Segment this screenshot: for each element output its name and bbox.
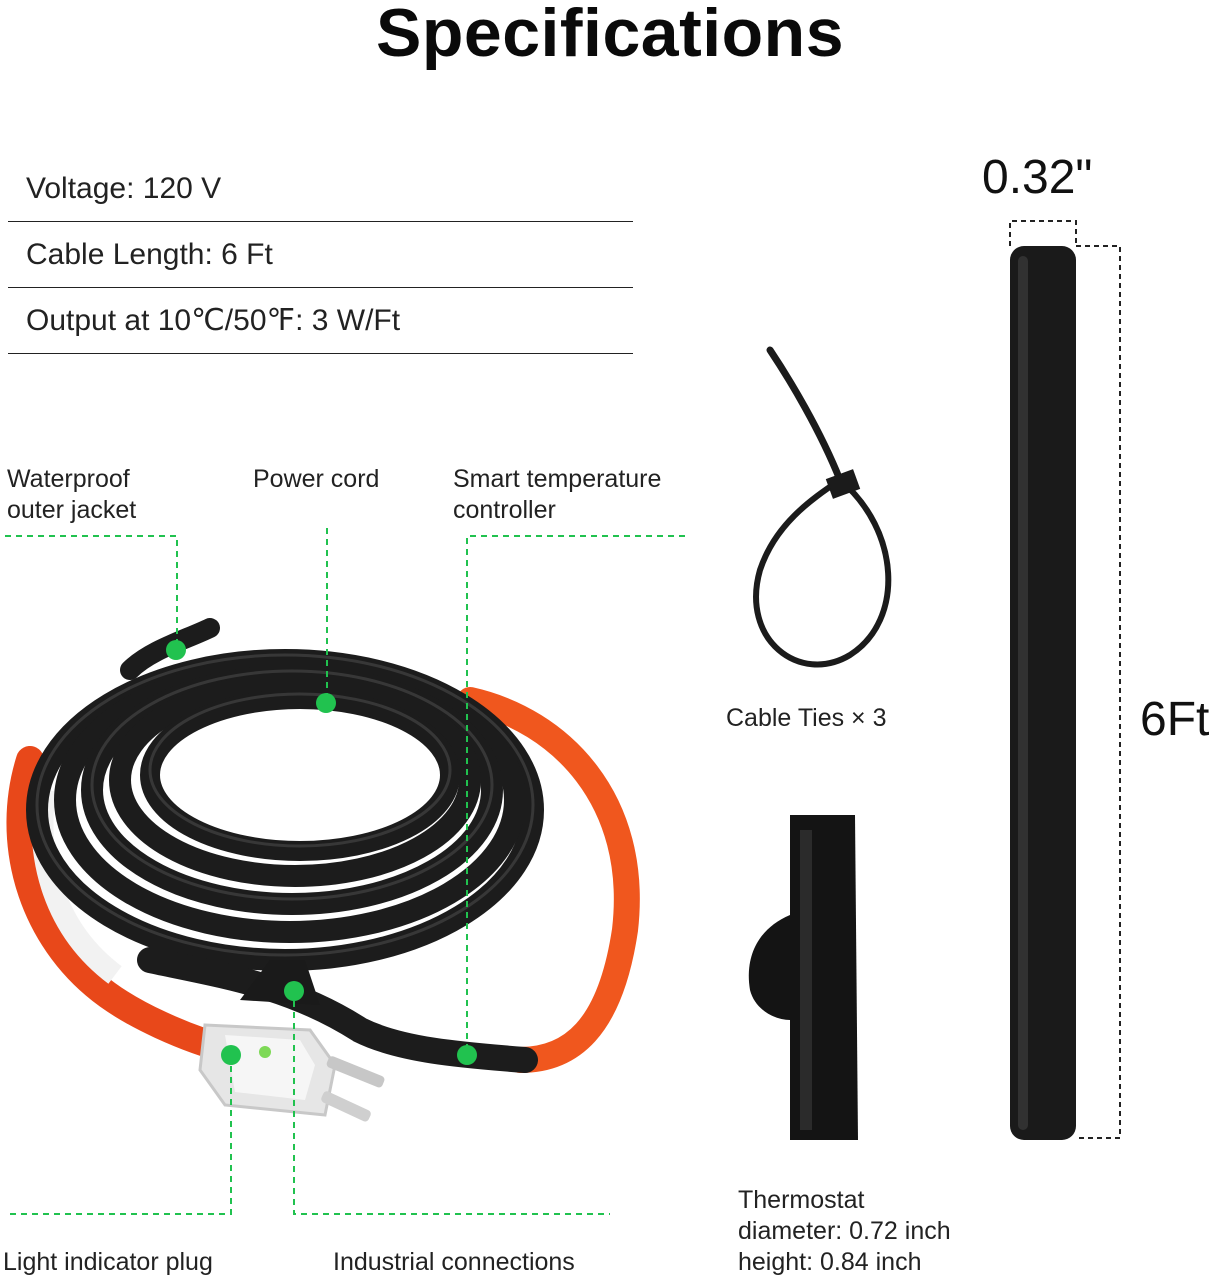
black-cord-coil (26, 649, 544, 971)
orange-heating-cable (457, 687, 640, 1073)
dot-plug (221, 1045, 241, 1065)
page-title: Specifications (375, 0, 845, 71)
leader-jacket (5, 535, 178, 650)
dot-power-cord (316, 693, 336, 713)
leader-connections (293, 990, 610, 1215)
thermostat-sleeve (748, 815, 858, 1140)
callout-jacket: Waterproof outer jacket (7, 465, 137, 524)
thermostat-label: Thermostat diameter: 0.72 inch height: 0… (738, 1186, 951, 1276)
dot-jacket (166, 640, 186, 660)
leader-plug (5, 1055, 232, 1215)
cable-tie (753, 346, 892, 668)
length-dimension: 6Ft (1140, 693, 1210, 746)
spec-cable-length: Cable Length: 6 Ft (8, 222, 633, 288)
width-dimension: 0.32" (982, 151, 1093, 204)
dot-connections (284, 981, 304, 1001)
orange-heating-cable-left (6, 746, 244, 1064)
callout-controller: Smart temperature controller (453, 465, 662, 524)
callout-connections: Industrial connections (333, 1248, 575, 1276)
cable-ties-label: Cable Ties × 3 (726, 704, 887, 732)
callout-power-cord: Power cord (253, 465, 380, 493)
dot-controller (457, 1045, 477, 1065)
spec-voltage: Voltage: 120 V (8, 156, 633, 222)
callout-plug: Light indicator plug (3, 1248, 213, 1276)
leader-controller (466, 535, 685, 1055)
width-marker (1009, 220, 1077, 246)
length-marker (1076, 245, 1121, 1139)
spec-output: Output at 10℃/50℉: 3 W/Ft (8, 288, 633, 354)
